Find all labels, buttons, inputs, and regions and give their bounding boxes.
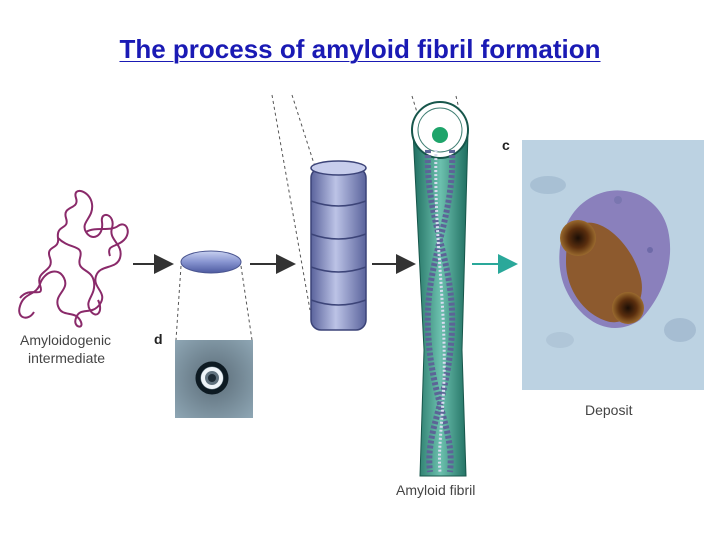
zoom-line-left bbox=[175, 265, 182, 341]
slide-title: The process of amyloid fibril formation bbox=[119, 34, 601, 64]
cylinder-zoom-line-right bbox=[291, 94, 317, 171]
panel-c-label: c bbox=[502, 137, 510, 153]
deposit-micrograph bbox=[522, 140, 704, 390]
deposit-label: Deposit bbox=[585, 402, 633, 418]
panel-d-label: d bbox=[154, 331, 163, 347]
fibril-zoom-line-left bbox=[411, 95, 421, 123]
protofilament-stack bbox=[310, 160, 367, 331]
amyloidogenic-intermediate-chain bbox=[18, 189, 129, 328]
fibril-label: Amyloid fibril bbox=[396, 482, 476, 498]
oligomer-ellipse bbox=[180, 250, 242, 274]
cylinder-zoom-line-left bbox=[271, 94, 311, 311]
em-image-inset bbox=[175, 340, 253, 418]
intermediate-label-line2: intermediate bbox=[28, 350, 106, 366]
intermediate-label-line1: Amyloidogenic bbox=[20, 332, 112, 348]
zoom-line-right bbox=[240, 265, 253, 341]
amyloid-fibril bbox=[411, 101, 469, 477]
